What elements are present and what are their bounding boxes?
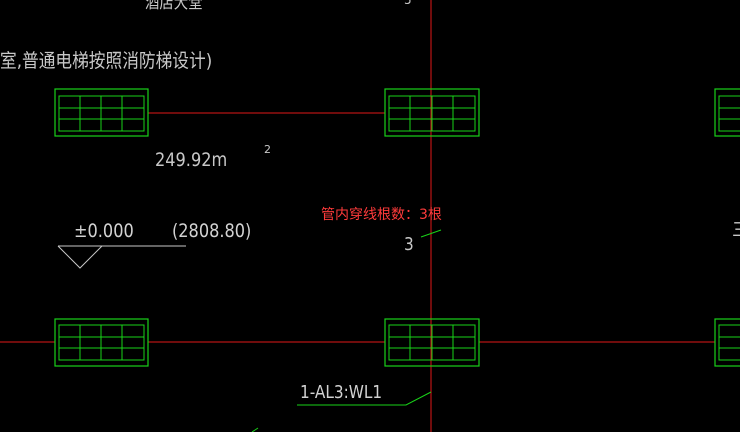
area-value: 249.92m <box>155 150 227 172</box>
bottom-leader-fragment <box>251 427 259 432</box>
circuit-leader <box>297 391 432 406</box>
wire-count-tooltip: 管内穿线根数：3根 <box>321 207 442 223</box>
light-fixture-r1c2[interactable] <box>384 88 480 137</box>
room-label: 酒店大堂 <box>145 0 203 12</box>
design-note-text: 室,普通电梯按照消防梯设计) <box>0 50 212 72</box>
wire-count-tick <box>420 229 442 238</box>
light-fixture-r2c1[interactable] <box>54 318 149 367</box>
light-fixture-r2c2[interactable] <box>384 318 480 367</box>
elevation-absolute: (2808.80) <box>172 221 251 243</box>
wire-count-label: 3 <box>404 233 414 255</box>
elevation-symbol <box>57 245 186 269</box>
light-fixture-r1c3-partial[interactable] <box>714 88 740 137</box>
partial-top-label: 5 <box>404 0 412 7</box>
circuit-label: 1-AL3:WL1 <box>300 381 382 403</box>
area-superscript: 2 <box>264 143 271 156</box>
elevation-value: ±0.000 <box>74 221 134 243</box>
light-fixture-r2c3-partial[interactable] <box>714 318 740 367</box>
light-fixture-r1c1[interactable] <box>54 88 149 137</box>
right-edge-text: 三 <box>732 220 740 241</box>
